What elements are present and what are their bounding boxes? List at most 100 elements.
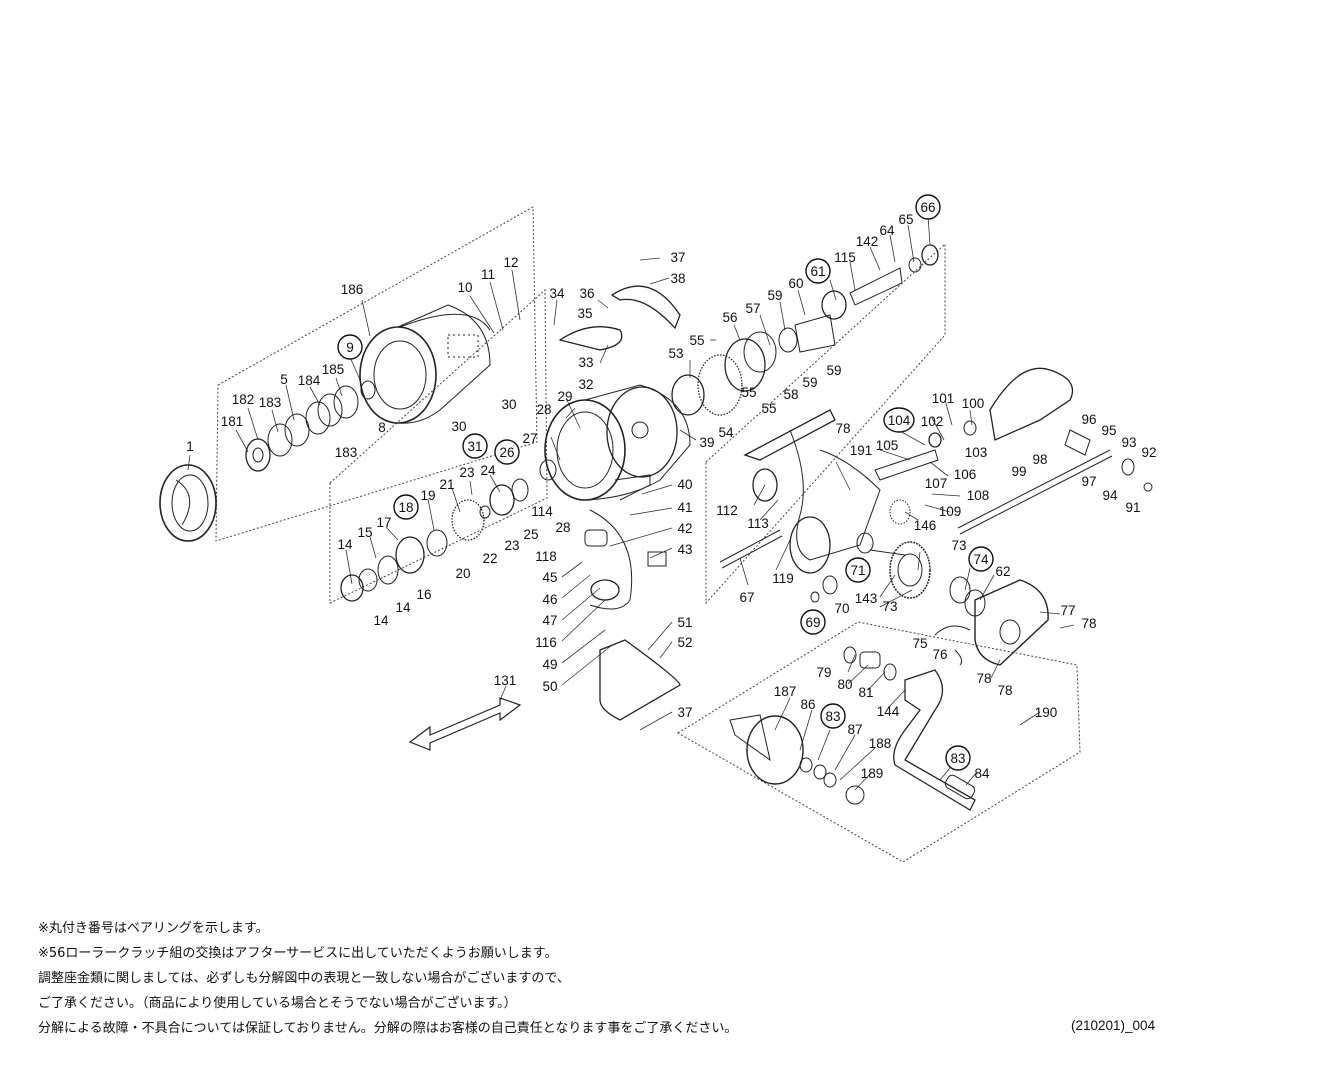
- callout: 15: [357, 525, 372, 540]
- callout: 42: [677, 521, 692, 536]
- callout: 14: [373, 613, 389, 628]
- callout: 59: [826, 363, 841, 378]
- callout: 59: [767, 288, 782, 303]
- callout: 109: [939, 504, 962, 519]
- callout: 97: [1081, 474, 1096, 489]
- callout: 27: [522, 431, 537, 446]
- drag-washers: [245, 380, 376, 472]
- note-line: ※56ローラークラッチ組の交換はアフターサービスに出していただくようお願いします…: [38, 946, 558, 961]
- notes-block: ※丸付き番号はベアリングを示します。 ※56ローラークラッチ組の交換はアフターサ…: [38, 916, 938, 1041]
- callout: 56: [722, 310, 737, 325]
- handle-group-boundary: [677, 621, 1081, 863]
- bearing-marker-31: [462, 433, 488, 459]
- drive-gear: [810, 532, 986, 617]
- callout: 75: [912, 636, 927, 651]
- callout: 25: [523, 527, 538, 542]
- callout: 38: [670, 271, 685, 286]
- callout: 116: [535, 635, 557, 650]
- callout: 119: [772, 571, 794, 586]
- callout: 50: [542, 679, 557, 694]
- callout: 71: [850, 563, 865, 578]
- callout: 14: [395, 600, 411, 615]
- callout: 55: [761, 401, 776, 416]
- spool-body: [359, 304, 491, 424]
- callout: 114: [531, 504, 553, 519]
- callout: 46: [542, 592, 557, 607]
- callout: 10: [457, 280, 472, 295]
- callout: 5: [280, 372, 288, 387]
- bearing-marker-61: [805, 258, 831, 284]
- callout: 45: [542, 570, 557, 585]
- callout: 30: [451, 419, 466, 434]
- callout: 77: [1060, 603, 1075, 618]
- bail-arm-parts: [558, 285, 681, 721]
- callout: 29: [557, 389, 572, 404]
- callout: 95: [1101, 423, 1116, 438]
- drag-group-boundary: [329, 288, 548, 604]
- callout: 52: [677, 635, 692, 650]
- callout: 188: [869, 736, 892, 751]
- callout: 182: [232, 392, 255, 407]
- bearing-marker-66: [915, 194, 941, 220]
- callout: 53: [668, 346, 683, 361]
- callout: 98: [1032, 452, 1047, 467]
- callout: 183: [259, 395, 282, 410]
- callout: 40: [677, 477, 692, 492]
- callout: 35: [577, 306, 592, 321]
- callout: 78: [997, 683, 1012, 698]
- callout: 76: [932, 647, 947, 662]
- callout: 83: [825, 709, 840, 724]
- note-line: ご了承ください。（商品により使用している場合とそうでない場合がございます。）: [38, 996, 517, 1011]
- leader-lines: [187, 214, 1075, 791]
- callout: 186: [341, 282, 364, 297]
- callout: 83: [950, 751, 965, 766]
- callout: 8: [378, 420, 386, 435]
- callout: 43: [677, 542, 692, 557]
- callout: 108: [967, 488, 990, 503]
- callout: 23: [459, 465, 474, 480]
- callout: 86: [800, 697, 815, 712]
- bearing-marker-69: [800, 609, 826, 635]
- callout: 106: [954, 467, 977, 482]
- callout: 28: [555, 520, 570, 535]
- bearing-marker-83a: [820, 703, 846, 729]
- callout: 187: [774, 684, 797, 699]
- callout: 78: [976, 671, 991, 686]
- callout: 100: [962, 396, 985, 411]
- callout: 92: [1141, 445, 1156, 460]
- callout: 37: [677, 705, 692, 720]
- callout: 183: [335, 445, 358, 460]
- bearing-marker-83b: [945, 745, 971, 771]
- callout: 74: [973, 552, 989, 567]
- callout: 79: [816, 665, 831, 680]
- callout: 113: [747, 516, 769, 531]
- callout-labels: 1 181 182 183 5 184 185 183 9 8 186 10 1…: [186, 200, 1156, 781]
- callout: 96: [1081, 412, 1096, 427]
- callout: 78: [1081, 616, 1096, 631]
- callout: 93: [1121, 435, 1136, 450]
- spool-front-cap: [159, 464, 217, 542]
- callout: 59: [802, 375, 817, 390]
- callout: 87: [847, 722, 862, 737]
- callout: 80: [837, 677, 852, 692]
- drag-knob-assembly: [340, 459, 557, 602]
- callout: 11: [481, 267, 495, 282]
- callout: 26: [499, 445, 514, 460]
- callout: 146: [914, 518, 937, 533]
- callout: 191: [850, 443, 873, 458]
- callout: 21: [439, 477, 454, 492]
- rotor-group-boundary: [705, 242, 946, 605]
- callout: 107: [925, 476, 948, 491]
- group-boundaries: [215, 206, 1081, 863]
- note-line: 分解による故障・不具合については保証しておりません。分解の際はお客様の自己責任と…: [38, 1021, 738, 1036]
- callout: 51: [677, 615, 692, 630]
- callout: 31: [467, 439, 482, 454]
- callout: 49: [542, 657, 557, 672]
- callout: 61: [810, 264, 825, 279]
- callout: 118: [535, 549, 557, 564]
- callout: 23: [504, 538, 519, 553]
- callout: 102: [921, 414, 944, 429]
- callout: 33: [578, 355, 593, 370]
- callout: 105: [876, 438, 899, 453]
